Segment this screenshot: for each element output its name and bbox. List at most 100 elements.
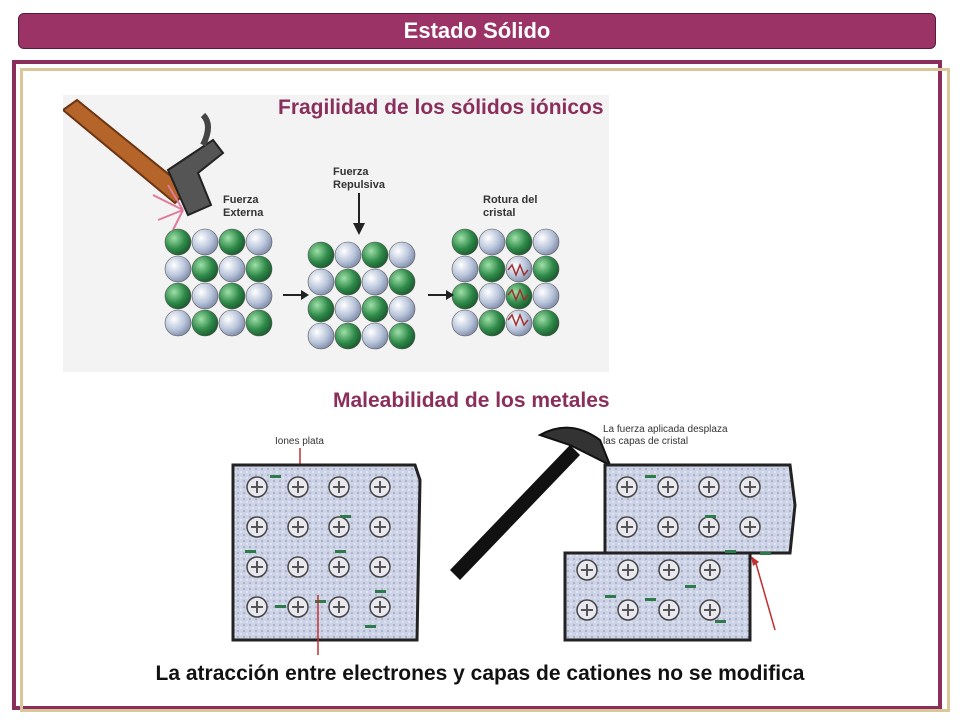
cation [739,516,761,538]
slide-caption: La atracción entre electrones y capas de… [155,662,805,685]
label-silver-ions: Iones plata [275,436,324,447]
label-repulsive-force-1: Fuerza [333,166,369,178]
cation [328,516,350,538]
metal-malleability-figure: Iones plata La fuerza aplicada desplaza … [231,424,797,655]
green-ion [388,322,416,350]
cation [699,559,721,581]
slide-title: Estado Sólido [18,13,936,49]
blue-ion [164,255,192,283]
cation [369,516,391,538]
cation [657,476,679,498]
cation [657,516,679,538]
hammer-icon [450,426,612,580]
green-ion [361,241,389,269]
cation [658,559,680,581]
blue-ion [334,295,362,323]
heading-ionic-fragility: Fragilidad de los sólidos iónicos [278,96,604,119]
blue-ion [307,322,335,350]
cation [246,476,268,498]
green-ion [361,295,389,323]
blue-ion [478,228,506,256]
electron [335,550,346,553]
down-arrow-icon [353,223,365,235]
label-crystal-break-1: Rotura del [483,194,537,206]
blue-ion [218,255,246,283]
cation [699,599,721,621]
label-crystal-break-2: cristal [483,207,515,219]
green-ion [307,241,335,269]
green-ion [451,282,479,310]
cation [576,559,598,581]
cation [617,559,639,581]
blue-ion [388,241,416,269]
hammer-icon [63,98,225,217]
right-arrow-icon [283,290,309,300]
blue-ion [191,228,219,256]
electron [245,550,256,553]
metal-block-left [231,463,422,642]
cation [328,556,350,578]
green-ion [164,228,192,256]
cation [287,516,309,538]
slide-frame [12,60,942,710]
blue-ion [388,295,416,323]
cation [246,516,268,538]
blue-ion [532,228,560,256]
blue-ion [164,309,192,337]
cation [287,556,309,578]
green-ion [164,282,192,310]
cation [739,476,761,498]
cation [698,476,720,498]
electron [375,590,386,593]
blue-ion [505,309,533,337]
green-ion [478,309,506,337]
electron [270,475,281,478]
electron [715,620,726,623]
slide-inner-frame [20,68,950,712]
blue-ion [307,268,335,296]
green-ion [245,255,273,283]
ionic-fragility-figure: Fuerza Externa Fuerza Repulsiva Rotura d… [63,95,609,372]
electron [365,625,376,628]
blue-ion [191,282,219,310]
cation [328,476,350,498]
blue-ion [532,282,560,310]
label-applied-force-2: las capas de cristal [603,436,688,447]
cation [369,556,391,578]
green-ion [191,255,219,283]
green-ion [307,295,335,323]
cation [287,476,309,498]
cation [658,599,680,621]
metal-block-right-top [603,463,797,555]
cation [576,599,598,621]
blue-ion [218,309,246,337]
electron [725,550,736,553]
blue-ion [361,268,389,296]
cation [616,516,638,538]
cation [246,596,268,618]
electron [645,475,656,478]
electron [340,515,351,518]
green-ion [532,255,560,283]
green-ion [218,228,246,256]
green-ion [218,282,246,310]
green-ion [505,228,533,256]
blue-ion [451,309,479,337]
blue-ion [361,322,389,350]
cation [369,596,391,618]
green-ion [388,268,416,296]
green-ion [334,322,362,350]
impact-burst [152,184,184,231]
cation [617,599,639,621]
green-ion [478,255,506,283]
electron [705,515,716,518]
blue-ion [245,228,273,256]
green-ion [245,309,273,337]
cation [616,476,638,498]
label-external-force-1: Fuerza [223,194,259,206]
electron [315,600,326,603]
green-ion [334,268,362,296]
label-external-force-2: Externa [223,207,264,219]
label-repulsive-force-2: Repulsiva [333,179,386,191]
blue-ion [334,241,362,269]
